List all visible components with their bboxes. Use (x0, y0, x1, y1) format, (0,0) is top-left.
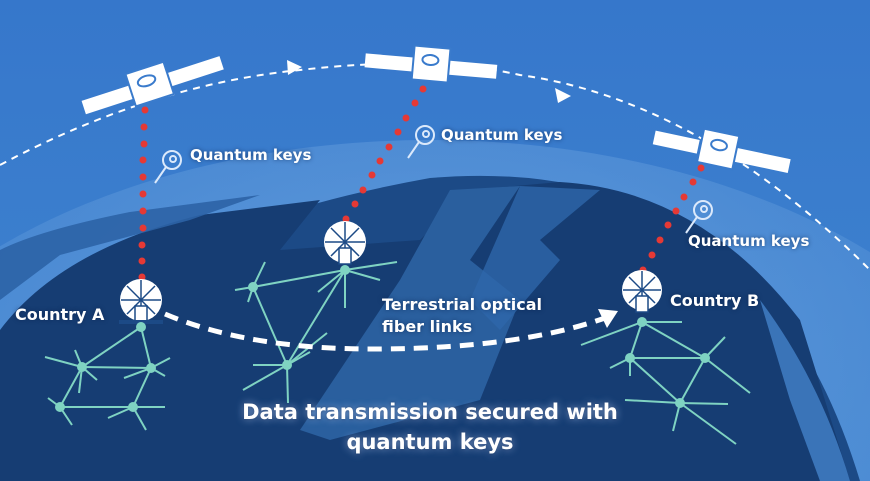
fiber-arrow-icon (598, 309, 618, 328)
quantum-link-dots (138, 85, 705, 281)
title-line1: Data transmission secured with (242, 400, 618, 424)
fiber-label-line1: Terrestrial optical (382, 295, 543, 314)
ground-station-icon (119, 279, 163, 324)
satellite-icon (364, 44, 498, 84)
quantum-keys-label: Quantum keys (441, 126, 563, 144)
key-icon (407, 125, 435, 159)
ground-station-icon (622, 270, 662, 313)
fiber-label-line2: fiber links (382, 317, 473, 336)
globe (0, 175, 860, 481)
orbit-arrow-icon (287, 60, 302, 75)
diagram-title: Data transmission secured with quantum k… (200, 397, 660, 457)
title-line2: quantum keys (346, 430, 514, 454)
satellite-icon (81, 56, 224, 115)
quantum-keys-label: Quantum keys (190, 146, 312, 164)
network-node-icon (44, 261, 751, 445)
country-b-label: Country B (670, 291, 760, 310)
key-icon (154, 150, 182, 184)
fiber-link-path (164, 311, 606, 352)
quantum-keys-label: Quantum keys (688, 232, 810, 250)
fiber-links-label: Terrestrial optical fiber links (382, 294, 542, 338)
ground-station-icon (324, 221, 366, 265)
satellite-icon (652, 127, 791, 174)
country-a-label: Country A (15, 305, 105, 324)
key-icon (685, 200, 713, 234)
orbit-arrow-icon (555, 88, 571, 103)
